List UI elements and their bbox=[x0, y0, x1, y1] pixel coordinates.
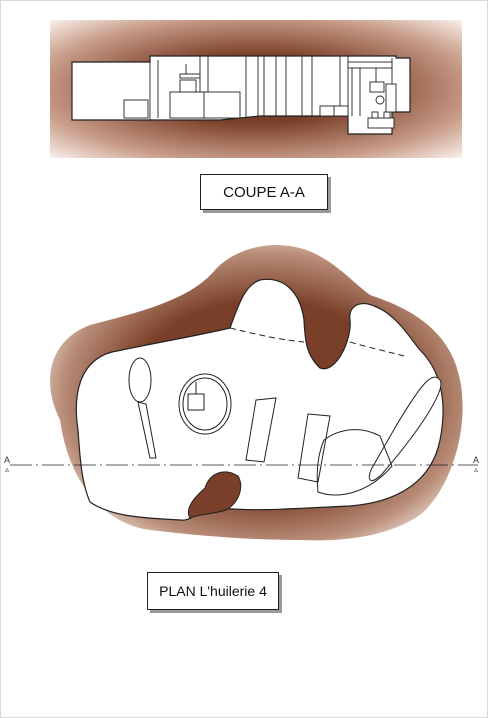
section-marker-left: A ▵ bbox=[1, 455, 13, 475]
section-details bbox=[123, 61, 397, 129]
plan-drawing bbox=[10, 244, 478, 541]
section-label: COUPE A-A bbox=[200, 174, 328, 210]
section-drawing bbox=[50, 20, 462, 158]
plan-passages bbox=[229, 327, 405, 357]
section-marker-left-letter: A bbox=[3, 455, 10, 465]
section-walls bbox=[149, 56, 393, 120]
triangle-icon: ▵ bbox=[473, 465, 478, 474]
section-marker-right-letter: A bbox=[472, 455, 479, 465]
triangle-icon: ▵ bbox=[4, 465, 9, 474]
section-marker-right: A ▵ bbox=[470, 455, 482, 475]
plan-pillar bbox=[188, 471, 242, 519]
plan-label: PLAN L'huilerie 4 bbox=[147, 572, 279, 610]
